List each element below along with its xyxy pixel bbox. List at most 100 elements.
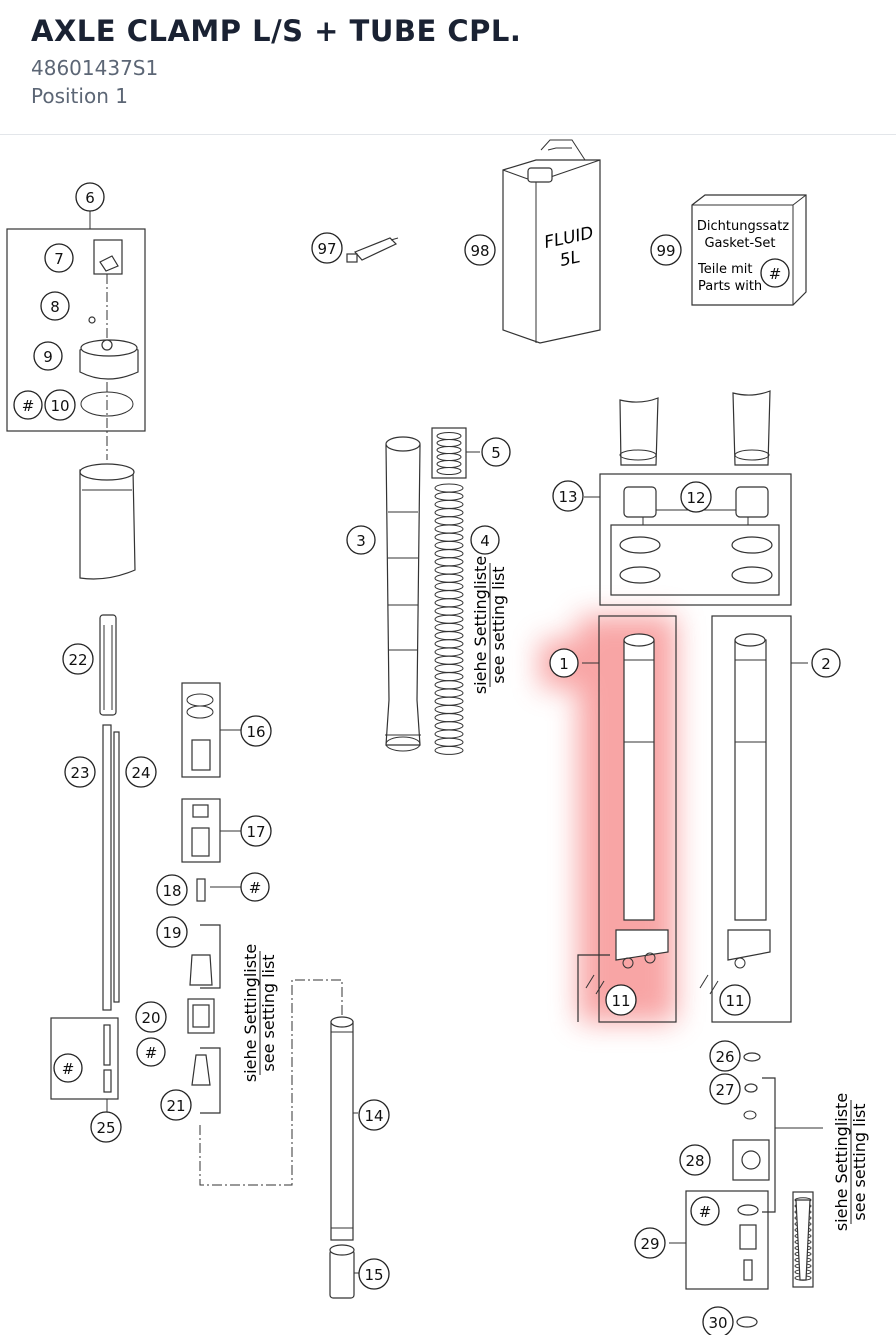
spring-coil	[434, 532, 464, 542]
callout-26: 26	[709, 1040, 741, 1072]
callout-label: 28	[685, 1152, 704, 1170]
position-label: Position 1	[31, 84, 128, 108]
spring-coil	[434, 573, 464, 583]
callout-label: 11	[725, 992, 744, 1010]
compression-valve-group	[669, 1052, 823, 1328]
spring-coil	[434, 647, 464, 657]
spacer-coil	[436, 439, 462, 447]
fluid-label-line2: 5L	[558, 247, 582, 271]
spring-coil	[434, 631, 464, 641]
callout-10h: #	[13, 390, 43, 420]
callout-2: 2	[811, 648, 841, 678]
callout-29: 29	[634, 1227, 666, 1259]
setting-list-note-28: siehe Settingliste see setting list	[832, 1093, 869, 1231]
setting-list-note-4: siehe Settingliste see setting list	[471, 556, 508, 694]
callout-7: 7	[44, 243, 74, 273]
spring-coil	[434, 688, 464, 698]
spring-part	[191, 432, 812, 1281]
callout-18h: #	[240, 872, 270, 902]
callout-label: #	[145, 1044, 158, 1062]
callout-20: 20	[135, 1001, 167, 1033]
outer-cartridge-group	[199, 979, 359, 1299]
callout-9: 9	[33, 341, 63, 371]
spring-coil	[434, 524, 464, 534]
setting-note-28-en: see setting list	[850, 1103, 869, 1220]
callout-15: 15	[358, 1258, 390, 1290]
spacer-part	[431, 427, 480, 479]
setting-note-28-de: siehe Settingliste	[832, 1093, 851, 1231]
spring-coil	[434, 516, 464, 526]
cap-assembly-group	[6, 211, 146, 580]
callout-4: 4	[470, 525, 500, 555]
callout-label: 12	[686, 489, 705, 507]
fluid-can-part: FLUID 5L	[502, 139, 601, 344]
setting-list-note-19: siehe Settingliste see setting list	[241, 944, 278, 1082]
spring-coil	[434, 499, 464, 509]
callout-1: 1	[549, 648, 579, 678]
callout-23: 23	[64, 756, 96, 788]
spring-coil	[434, 680, 464, 690]
gasket-label-line1: Dichtungssatz	[697, 219, 789, 234]
spring-coil	[434, 557, 464, 567]
callout-label: 27	[715, 1081, 734, 1099]
spring-coil	[434, 565, 464, 575]
callout-label: 18	[162, 882, 181, 900]
page-header: AXLE CLAMP L/S + TUBE CPL. 48601437S1 Po…	[0, 0, 896, 135]
spacer-coil	[436, 467, 462, 475]
spring-coil	[434, 713, 464, 723]
callout-30: 30	[702, 1306, 734, 1335]
spring-coil	[434, 696, 464, 706]
callout-label: 21	[166, 1097, 185, 1115]
axle-clamp-tube-right	[699, 615, 808, 1023]
spring-coil	[434, 737, 464, 747]
gasket-set-box: Dichtungssatz Gasket-Set Teile mit Parts…	[691, 194, 807, 306]
spacer-coil	[436, 453, 462, 461]
spring-coil	[434, 549, 464, 559]
callout-label: 8	[50, 298, 60, 316]
valve-parts-group	[181, 682, 243, 1114]
setting-note-4-de: siehe Settingliste	[471, 556, 490, 694]
axle-clamp-tube-left	[577, 615, 677, 1023]
callout-label: 22	[68, 651, 87, 669]
callout-97: 97	[311, 232, 343, 264]
callout-25h: #	[53, 1053, 83, 1083]
callout-28: 28	[679, 1144, 711, 1176]
callout-17: 17	[240, 815, 272, 847]
callout-24: 24	[125, 756, 157, 788]
spring-coil	[434, 721, 464, 731]
callout-12: 12	[680, 481, 712, 513]
spacer-coil	[436, 460, 462, 468]
callout-5: 5	[481, 437, 511, 467]
spring-coil	[434, 639, 464, 649]
spring-coil	[434, 598, 464, 608]
spring-coil	[434, 704, 464, 714]
callout-label: #	[249, 879, 262, 897]
spring-coil	[434, 729, 464, 739]
callout-label: 29	[640, 1235, 659, 1253]
callout-6: 6	[75, 182, 105, 212]
callout-label: 24	[131, 764, 150, 782]
setting-note-19-en: see setting list	[259, 954, 278, 1071]
callout-label: 25	[96, 1119, 115, 1137]
callout-label: 16	[246, 723, 265, 741]
callout-11a: 11	[605, 984, 637, 1016]
spring-coil	[434, 491, 464, 501]
callout-label: 99	[656, 242, 675, 260]
callout-label: 1	[559, 655, 569, 673]
callout-98: 98	[464, 234, 496, 266]
callout-label: #	[769, 265, 782, 283]
callout-label: 26	[715, 1048, 734, 1066]
callout-3: 3	[346, 525, 376, 555]
callout-18: 18	[156, 874, 188, 906]
spring-coil	[434, 663, 464, 673]
callout-label: 3	[356, 532, 366, 550]
spring-coil	[434, 655, 464, 665]
callout-14: 14	[358, 1099, 390, 1131]
seal-set-group	[584, 390, 792, 606]
callout-label: 14	[364, 1107, 383, 1125]
callout-27: 27	[709, 1073, 741, 1105]
part-number: 48601437S1	[31, 56, 159, 80]
callout-label: 97	[317, 240, 336, 258]
setting-note-19-de: siehe Settingliste	[241, 944, 260, 1082]
